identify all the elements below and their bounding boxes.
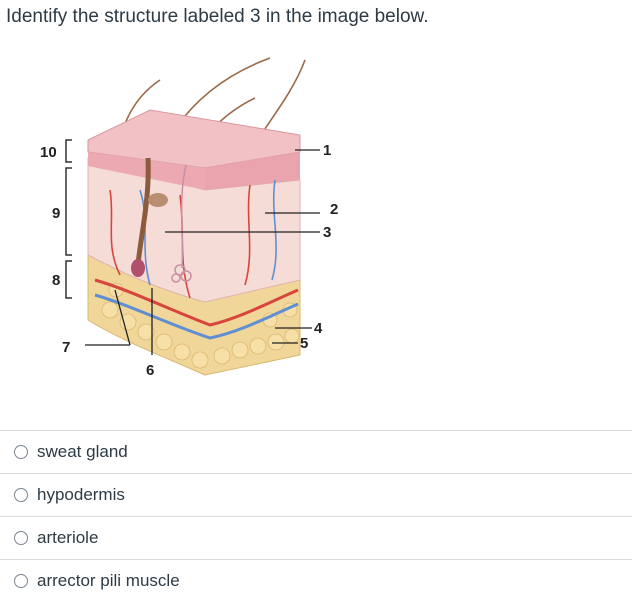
answer-option[interactable]: hypodermis <box>0 473 632 516</box>
answer-option[interactable]: sweat gland <box>0 430 632 473</box>
answer-label: hypodermis <box>37 485 125 504</box>
radio-button[interactable] <box>14 445 28 459</box>
answer-list: sweat gland hypodermis arteriole arrecto… <box>0 430 632 602</box>
answer-option[interactable]: arteriole <box>0 516 632 559</box>
answer-option[interactable]: arrector pili muscle <box>0 559 632 602</box>
label-4: 4 <box>314 320 323 337</box>
label-5: 5 <box>300 335 308 352</box>
question-text: Identify the structure labeled 3 in the … <box>6 6 429 27</box>
label-8: 8 <box>52 272 60 289</box>
answer-label: sweat gland <box>37 442 128 461</box>
answer-label: arrector pili muscle <box>37 571 180 590</box>
fat-lobules <box>101 282 300 369</box>
radio-button[interactable] <box>14 531 28 545</box>
label-6: 6 <box>146 362 154 379</box>
label-3: 3 <box>323 224 331 241</box>
radio-button[interactable] <box>14 488 28 502</box>
layer-brackets <box>65 139 72 299</box>
sweat-gland <box>171 164 192 283</box>
label-9: 9 <box>52 205 60 222</box>
hair-follicle <box>131 157 168 277</box>
label-2: 2 <box>330 201 338 218</box>
answer-label: arteriole <box>37 528 99 547</box>
label-7: 7 <box>62 339 70 356</box>
label-10: 10 <box>40 144 57 161</box>
skin-diagram: 1 2 3 4 5 6 7 8 9 10 <box>0 40 632 400</box>
radio-button[interactable] <box>14 574 28 588</box>
leader-lines <box>85 149 320 355</box>
label-1: 1 <box>323 142 331 159</box>
